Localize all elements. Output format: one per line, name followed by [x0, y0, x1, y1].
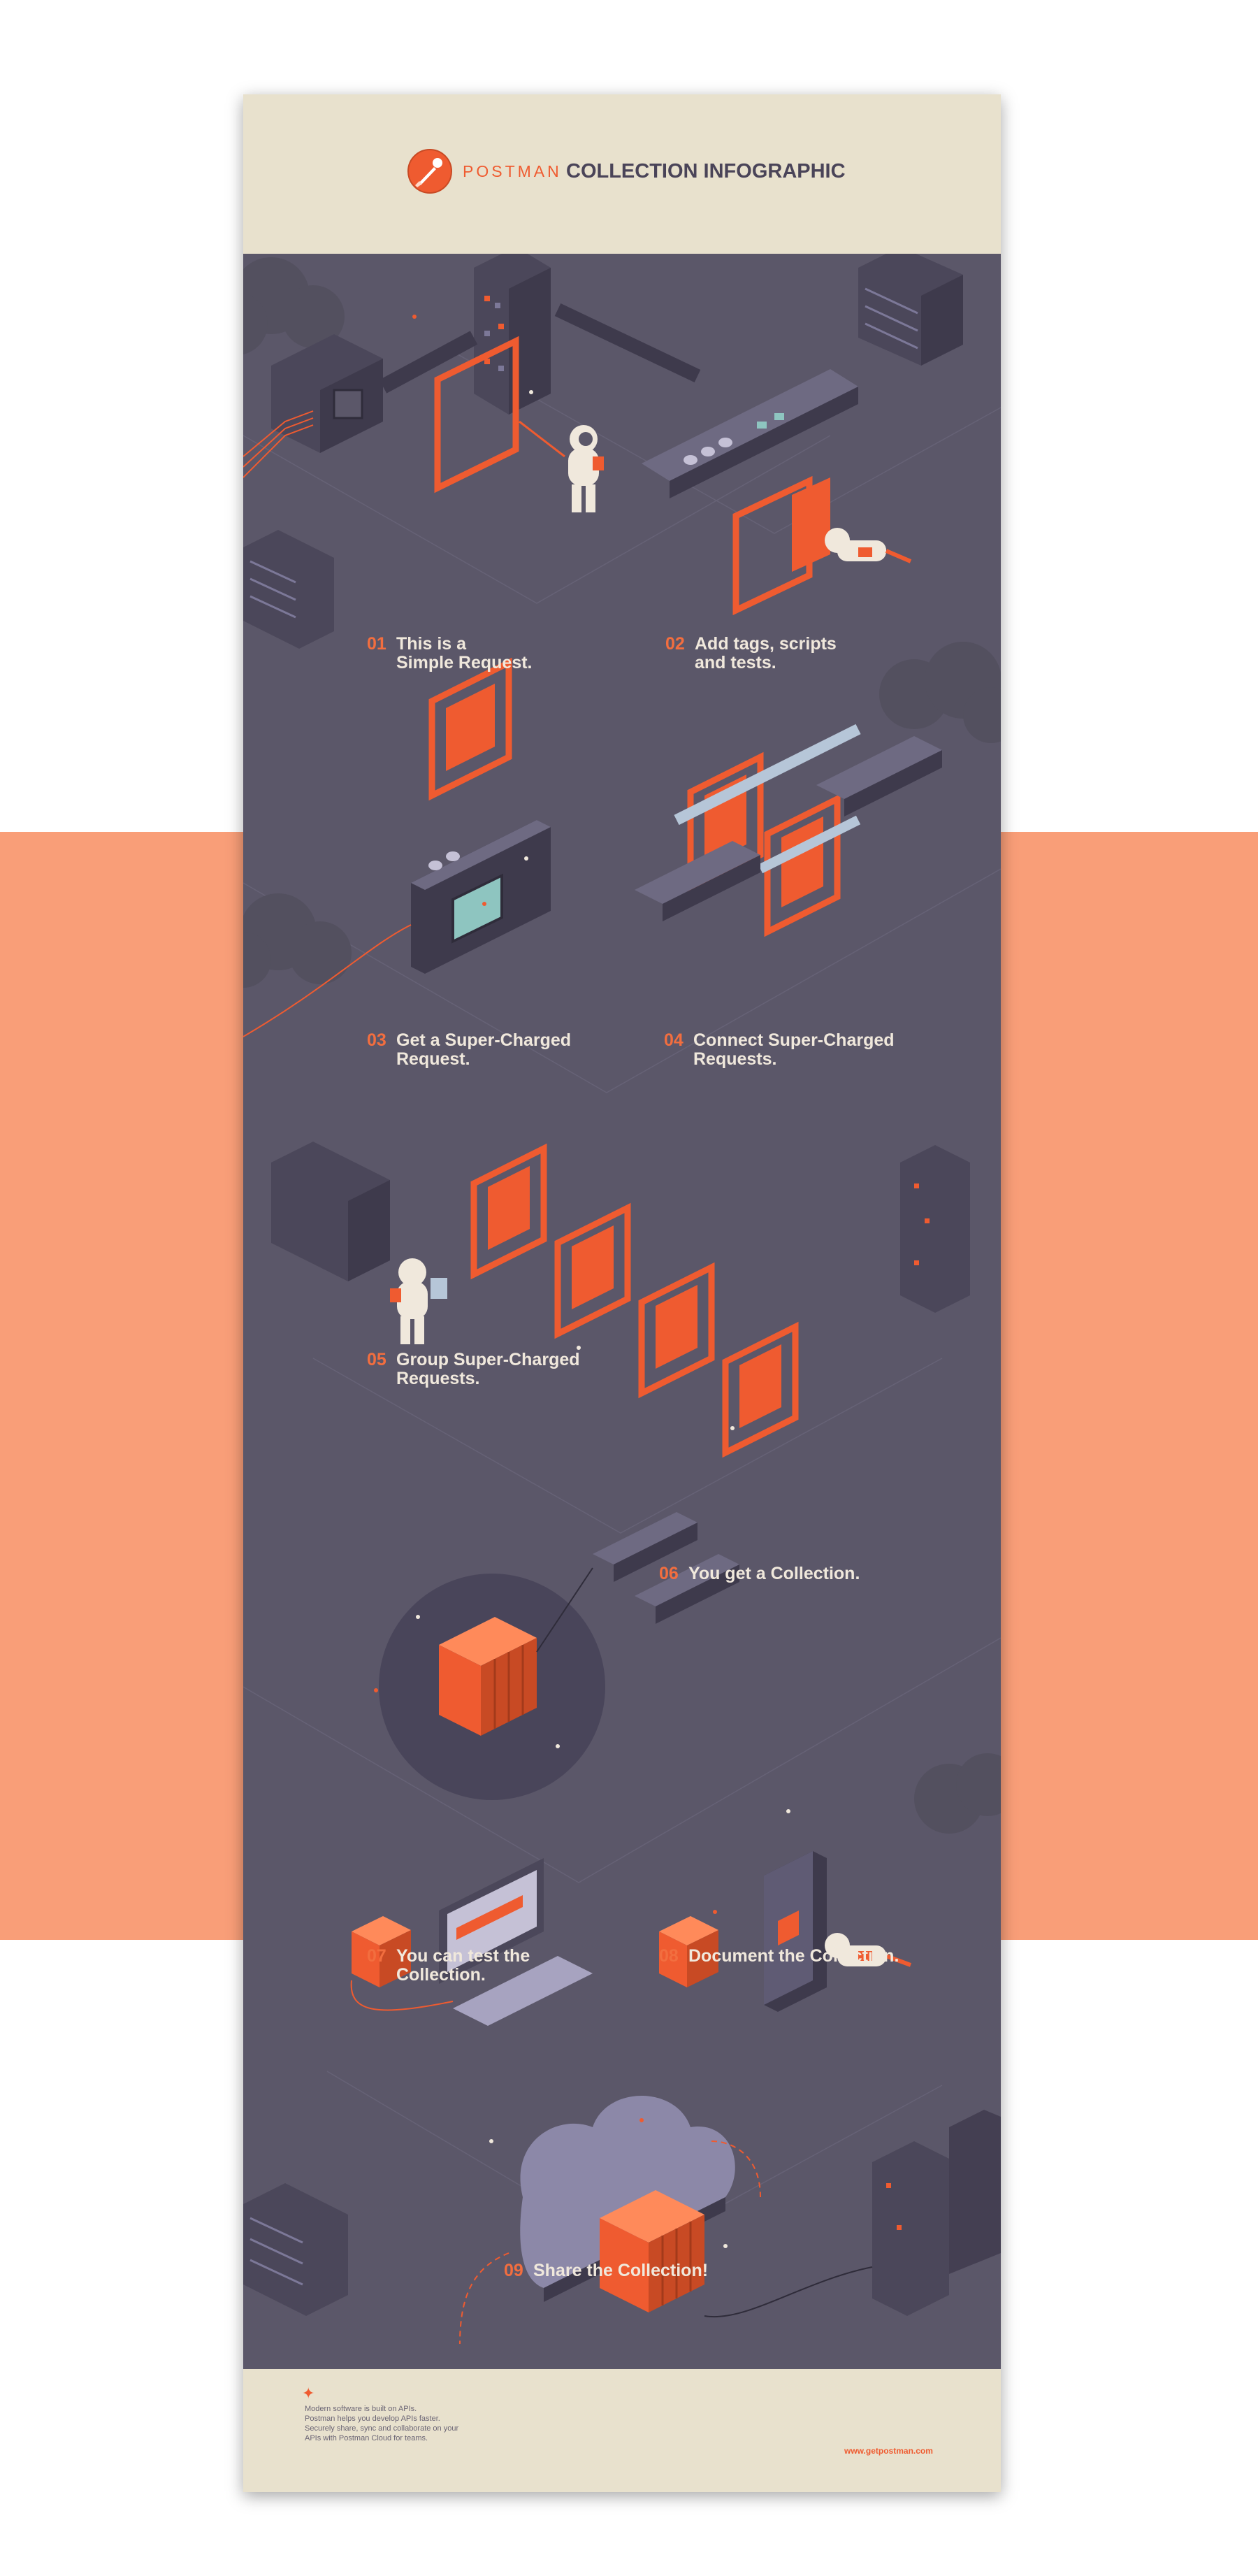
step-number: 07	[367, 1946, 386, 1966]
sparkle-icons	[416, 390, 790, 2248]
astronaut-icon	[825, 1933, 912, 1967]
share-arrows	[459, 2140, 761, 2345]
tray-device-icon	[816, 736, 942, 816]
step-number: 06	[659, 1564, 679, 1583]
building-icon	[243, 530, 334, 649]
footer-line: Modern software is built on APIs.	[305, 2405, 417, 2413]
page-title: COLLECTION INFOGRAPHIC	[566, 160, 846, 182]
step-number: 01	[367, 634, 386, 654]
tray-device-icon	[642, 369, 858, 498]
request-frame-icon	[434, 336, 519, 494]
computer-icon	[350, 1858, 593, 2026]
step-text-line1: Group Super-Charged	[396, 1350, 580, 1369]
collection-cube-icon	[600, 2190, 704, 2312]
step-text-line2: Requests.	[693, 1049, 777, 1069]
infographic-poster: POSTMAN COLLECTION INFOGRAPHIC	[243, 94, 1001, 2492]
cable	[704, 2266, 873, 2318]
building-icon	[271, 1142, 390, 1281]
step-text-line1: You can test the	[396, 1946, 530, 1966]
collection-cube-icon	[439, 1617, 537, 1736]
building-icon	[900, 1145, 970, 1313]
book-icon	[764, 1851, 827, 2012]
building-icon	[474, 254, 551, 415]
brand-name: POSTMAN	[463, 162, 562, 180]
postman-logo-icon	[407, 149, 452, 194]
step-text-line2: Simple Request.	[396, 653, 533, 672]
request-frame-icon	[732, 475, 830, 616]
step-number: 02	[665, 634, 685, 654]
machine-icon	[243, 820, 551, 1037]
cloud-shapes	[243, 257, 1001, 1834]
server-box-icon	[243, 331, 478, 478]
step-text-line2: Requests.	[396, 1369, 480, 1388]
illustration-scene	[243, 254, 1001, 2345]
footer-line: APIs with Postman Cloud for teams.	[305, 2434, 428, 2442]
website-link[interactable]: www.getpostman.com	[844, 2446, 933, 2456]
collection-cube-icon	[352, 1916, 411, 1987]
tray-device-icon	[635, 841, 760, 921]
building-icon	[858, 254, 963, 366]
super-charged-frame-icon	[428, 657, 512, 801]
poster-header: POSTMAN COLLECTION INFOGRAPHIC	[243, 94, 1001, 254]
step-text-line1: Document the Collection.	[688, 1946, 899, 1966]
building-icon	[872, 2110, 1001, 2316]
step-text-line2: Request.	[396, 1049, 470, 1069]
grid-lines	[243, 351, 1001, 2254]
astronaut-icon	[390, 1258, 447, 1344]
step-text-line1: This is a	[396, 634, 467, 654]
astronaut-icon	[825, 528, 912, 563]
step-text-line1: Get a Super-Charged	[396, 1030, 572, 1050]
accent-sparkle-icons	[374, 315, 717, 2122]
step-text-line2: and tests.	[695, 653, 776, 672]
step-number: 04	[664, 1030, 684, 1050]
poster-footer: ✦ Modern software is built on APIs. Post…	[243, 2369, 1001, 2492]
step-number: 03	[367, 1030, 386, 1050]
step-text-line1: Connect Super-Charged	[693, 1030, 895, 1050]
request-group-icon	[470, 1143, 799, 1458]
step-number: 09	[504, 2261, 523, 2280]
pipe	[554, 303, 701, 383]
step-text-line1: You get a Collection.	[688, 1564, 860, 1583]
step-text-line1: Share the Collection!	[533, 2261, 709, 2280]
footer-description: Modern software is built on APIs. Postma…	[305, 2404, 486, 2443]
footer-line: Securely share, sync and collaborate on …	[305, 2424, 459, 2433]
step-text-line2: Collection.	[396, 1965, 486, 1985]
footer-line: Postman helps you develop APIs faster.	[305, 2415, 440, 2423]
connected-frames-icon	[674, 724, 861, 937]
building-icon	[243, 2183, 348, 2316]
tray-device-icon	[536, 1512, 739, 1653]
sparkle-icon: ✦	[302, 2384, 315, 2402]
step-number: 08	[659, 1946, 679, 1966]
step-number: 05	[367, 1350, 386, 1369]
collection-cube-icon	[659, 1916, 718, 1987]
step-text-line1: Add tags, scripts	[695, 634, 837, 654]
astronaut-icon	[519, 420, 604, 512]
